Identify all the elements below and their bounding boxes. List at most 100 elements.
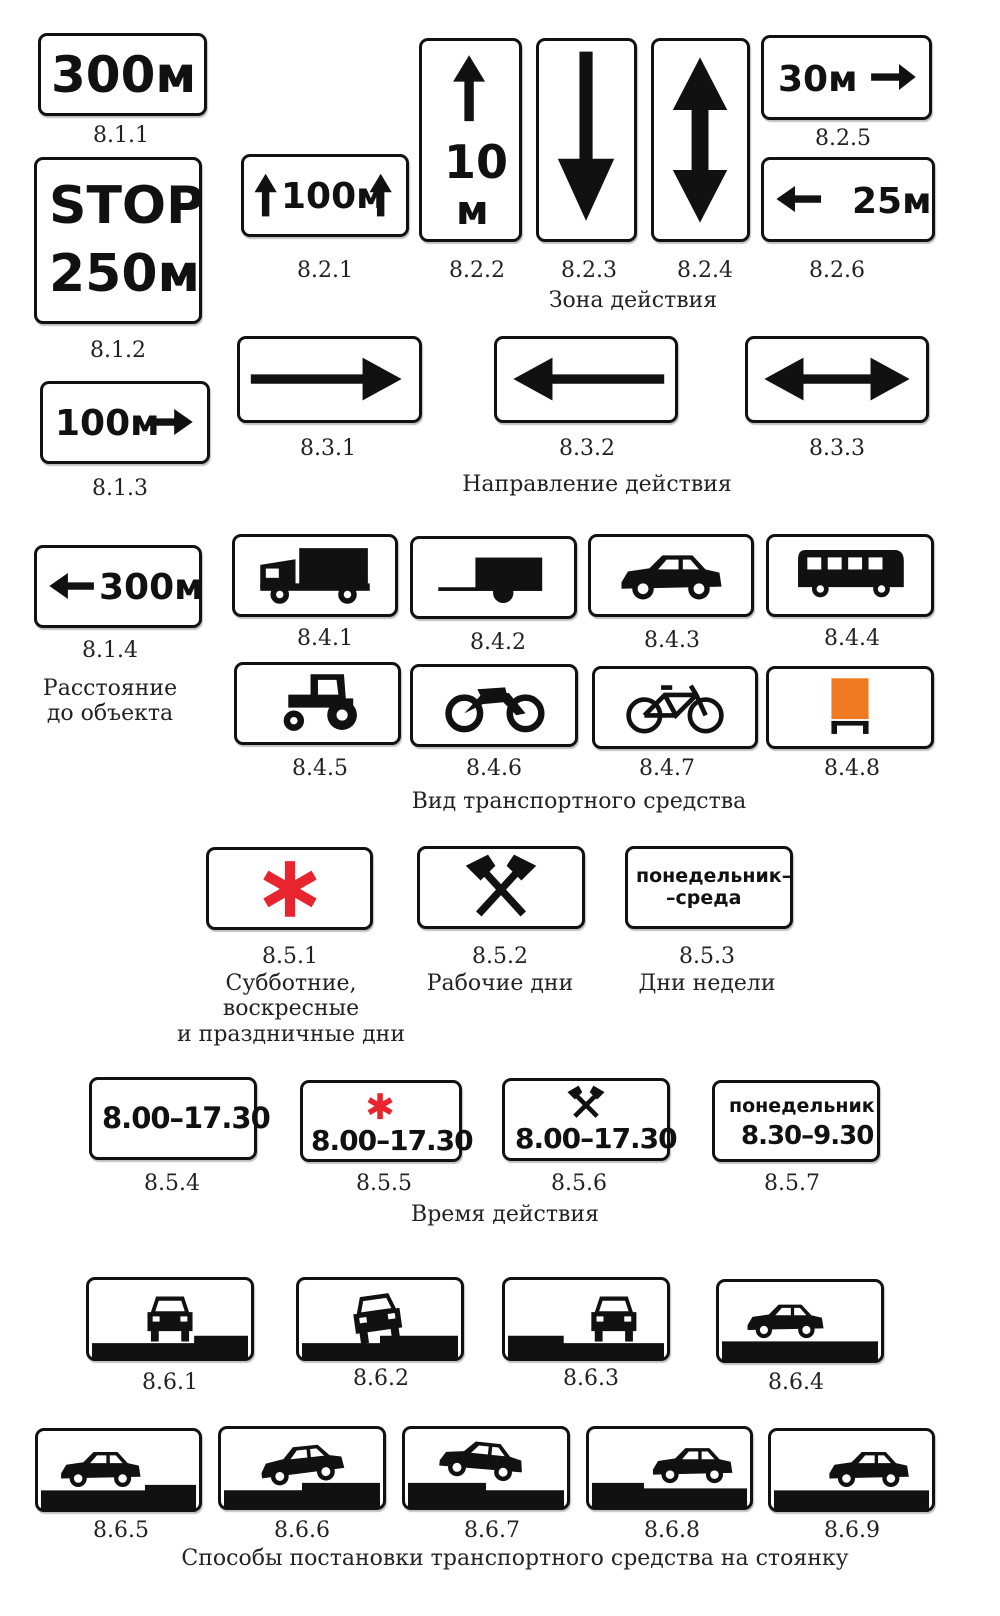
sign-8-4-6: [410, 664, 578, 747]
sign-code: 8.5.3: [679, 944, 735, 969]
sign-8-5-6: 8.00–17.30: [502, 1078, 678, 1161]
parking-half-on-sidewalk-icon: [224, 1442, 380, 1507]
sign-8-2-4: [651, 38, 750, 242]
parking-partly-on-sidewalk-icon: [302, 1291, 458, 1358]
hammers-icon: [567, 1085, 605, 1118]
sign-8-5-3: понедельник– –среда: [625, 846, 793, 929]
sign-8-6-2: [296, 1277, 464, 1361]
sign-8-2-5: 30м: [761, 35, 932, 120]
caption-line: до объекта: [46, 701, 174, 727]
arrow-up-icon: [453, 55, 486, 122]
arrow-left-right-icon: [764, 357, 910, 401]
sign-code: 8.4.6: [466, 756, 522, 781]
caption-weekdays: Дни недели: [638, 971, 776, 996]
sign-8-1-3: 100м: [40, 381, 210, 464]
caption-line: воскресные: [222, 996, 360, 1022]
caption-holidays: Субботние, воскресные и праздничные дни: [177, 971, 405, 1047]
sign-text: 100м: [55, 403, 160, 444]
sign-8-2-6: 25м: [761, 157, 935, 242]
sign-text: 8.00–17.30: [102, 1101, 271, 1135]
sign-text: 300м: [99, 567, 204, 608]
asterisk-icon: [367, 1093, 393, 1120]
bus-icon: [798, 549, 904, 598]
truck-icon: [260, 548, 370, 604]
sign-code: 8.6.9: [824, 1518, 880, 1543]
sign-8-1-1: 300м: [38, 33, 207, 116]
sign-code: 8.4.5: [292, 756, 348, 781]
caption-workdays: Рабочие дни: [426, 971, 574, 996]
sign-8-3-2: [494, 336, 678, 423]
sign-8-6-6: [218, 1426, 386, 1510]
sign-code: 8.2.5: [815, 126, 871, 151]
sign-code: 8.2.1: [297, 258, 353, 283]
sign-code: 8.1.1: [93, 123, 149, 148]
sign-code: 8.5.2: [472, 944, 528, 969]
arrow-left-icon: [49, 573, 94, 600]
sign-8-4-2: [410, 536, 577, 619]
hammers-icon: [465, 854, 537, 917]
sign-8-1-4: 300м: [34, 545, 204, 628]
caption-line: и праздничные дни: [177, 1021, 405, 1047]
sign-code: 8.5.7: [764, 1171, 820, 1196]
sign-code: 8.4.3: [644, 628, 700, 653]
sign-8-2-3: [536, 38, 637, 242]
sign-8-2-2: 10 м: [419, 38, 522, 242]
sign-8-6-3: [502, 1277, 670, 1361]
motorcycle-icon: [445, 687, 545, 733]
sign-8-6-5: [35, 1428, 202, 1512]
parking-half-on-sidewalk-alt-icon: [408, 1438, 564, 1507]
sign-8-2-1: 100м: [241, 154, 409, 237]
caption-line: Расстояние: [42, 676, 178, 701]
sign-code: 8.6.7: [464, 1518, 520, 1543]
caption-distance: Расстояние до объекта: [43, 676, 177, 727]
sign-code: 8.6.5: [93, 1518, 149, 1543]
tractor-icon: [283, 674, 357, 731]
sign-text-line1: 10: [444, 135, 509, 189]
sign-text: 25м: [852, 181, 932, 222]
sign-code: 8.4.4: [824, 626, 880, 651]
sign-code: 8.3.2: [559, 436, 615, 461]
parking-on-sidewalk-side-icon: [722, 1304, 878, 1360]
sign-8-1-2: STOP 250м: [34, 157, 204, 324]
sign-8-4-8: [766, 666, 934, 749]
parking-along-road-icon: [40, 1451, 197, 1509]
trailer-icon: [438, 557, 543, 604]
sign-8-4-1: [232, 534, 398, 617]
sign-text: 100м: [281, 176, 386, 217]
sign-8-4-4: [766, 534, 934, 617]
sign-code: 8.1.2: [90, 338, 146, 363]
sign-text-line2: 250м: [49, 244, 201, 304]
sign-code: 8.5.5: [356, 1171, 412, 1196]
sign-8-6-8: [586, 1426, 753, 1510]
sign-text-line1: понедельник: [729, 1095, 875, 1117]
sign-code: 8.4.8: [824, 756, 880, 781]
sign-code: 8.3.3: [809, 436, 865, 461]
sign-code: 8.1.3: [92, 476, 148, 501]
sign-code: 8.6.3: [563, 1366, 619, 1391]
sign-text: 300м: [51, 46, 197, 104]
sign-code: 8.6.2: [353, 1366, 409, 1391]
arrow-right-icon: [148, 409, 193, 436]
asterisk-icon: [263, 861, 317, 917]
sign-8-4-3: [588, 534, 754, 617]
sign-8-6-9: [768, 1428, 935, 1512]
sign-8-6-1: [86, 1277, 254, 1361]
sign-code: 8.4.2: [470, 630, 526, 655]
sign-text-line1: понедельник–: [636, 865, 792, 887]
sign-8-6-7: [402, 1426, 570, 1510]
caption-line: Субботние,: [225, 971, 357, 996]
sign-text-line2: 8.30–9.30: [741, 1121, 874, 1151]
arrow-up-down-icon: [672, 57, 728, 223]
bicycle-icon: [626, 684, 724, 734]
arrow-left-icon: [776, 186, 822, 213]
sign-code: 8.5.4: [144, 1171, 200, 1196]
sign-8-5-5: 8.00–17.30: [300, 1080, 474, 1162]
sign-8-3-1: [237, 336, 422, 423]
caption-direction: Направление действия: [462, 472, 732, 497]
sign-code: 8.5.1: [262, 944, 318, 969]
sign-8-5-7: понедельник 8.30–9.30: [712, 1080, 880, 1162]
sign-code: 8.2.3: [561, 258, 617, 283]
sign-code: 8.4.1: [297, 626, 353, 651]
parking-on-road-icon: [508, 1296, 664, 1358]
sign-8-3-3: [745, 336, 929, 423]
